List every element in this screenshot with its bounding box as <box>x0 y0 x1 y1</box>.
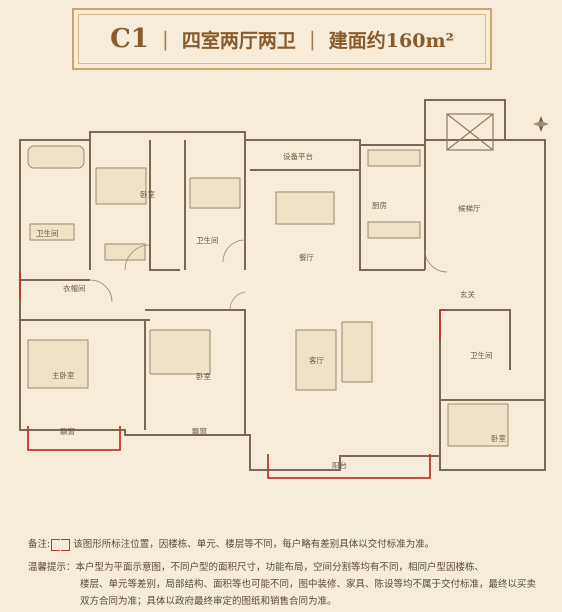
sofa <box>341 321 373 383</box>
bed-mid <box>149 329 211 375</box>
title-row: C1 | 四室两厅两卫 | 建面约160m² <box>74 24 490 54</box>
room-balcony: 阳台 <box>332 461 347 470</box>
living-rug <box>295 329 337 391</box>
compass-icon <box>533 116 549 132</box>
remark-line: 备注: 该图形所标注位置，因楼栋、单元、楼层等不同，每户略有差别具体以交付标准为准… <box>28 536 548 553</box>
room-bay-window-left: 飘窗 <box>60 427 75 436</box>
room-living: 客厅 <box>309 356 324 365</box>
wall-k <box>145 309 246 435</box>
room-cloakroom: 衣帽间 <box>63 284 86 293</box>
outer-wall <box>19 99 546 471</box>
unit-area: 建面约160m² <box>328 29 454 52</box>
unit-layout: 四室两厅两卫 <box>181 29 296 52</box>
bathtub <box>27 145 85 169</box>
room-bathroom-top: 卫生间 <box>196 236 219 245</box>
remark-prefix: 备注: <box>28 539 51 550</box>
door-arc-1 <box>124 244 151 271</box>
room-bathroom-left: 卫生间 <box>36 229 59 238</box>
kitchen-counter <box>367 149 421 167</box>
elevator-box <box>446 113 494 151</box>
kitchen-counter-2 <box>367 221 421 239</box>
wall-m <box>440 309 511 370</box>
tip-line-1: 温馨提示：本户型为平面示意图，不同户型的面积尺寸，功能布局，空间分割等均有不同，… <box>28 562 485 573</box>
vanity-top <box>189 177 241 209</box>
room-equipment-platform: 设备平台 <box>283 152 313 161</box>
red-marker-left <box>27 426 121 451</box>
room-bedroom-top: 卧室 <box>140 190 155 199</box>
sink-left <box>29 223 75 241</box>
room-bedroom-mid: 卧室 <box>196 372 211 381</box>
door-arc-2 <box>222 239 246 263</box>
title-separator: | <box>162 27 169 51</box>
master-bed <box>27 339 89 389</box>
tip-line-3: 双方合同为准；具体以政府最终审定的图纸和销售合同为准。 <box>80 596 337 607</box>
bed-top <box>95 167 147 205</box>
door-arc-3 <box>89 279 113 303</box>
room-elevator-hall: 候梯厅 <box>458 204 481 213</box>
room-bay-window-mid: 飘窗 <box>192 427 207 436</box>
notes-block: 备注: 该图形所标注位置，因楼栋、单元、楼层等不同，每户略有差别具体以交付标准为准… <box>28 536 548 610</box>
title-frame: C1 | 四室两厅两卫 | 建面约160m² <box>72 8 492 70</box>
unit-code: C1 <box>110 24 149 54</box>
room-dining: 餐厅 <box>299 253 314 262</box>
red-bracket-icon-close <box>61 538 71 551</box>
title-separator-2: | <box>308 27 316 51</box>
wall-b <box>149 140 180 271</box>
red-marker-right <box>439 309 446 340</box>
room-bedroom-right: 卧室 <box>491 434 506 443</box>
remark-text: 该图形所标注位置，因楼栋、单元、楼层等不同，每户略有差别具体以交付标准为准。 <box>73 539 435 550</box>
room-master-bedroom: 主卧室 <box>52 371 75 380</box>
wall-f <box>359 145 425 271</box>
tip-line-2: 楼层、单元等差别，局部结构、面积等也可能不同，图中装修、家具、陈设等均不属于交付… <box>80 579 537 590</box>
red-bracket-icon <box>51 538 61 551</box>
door-arc-5 <box>424 249 448 273</box>
wardrobe-top <box>104 243 146 261</box>
bed-right <box>447 403 509 447</box>
elevator-shaft <box>424 100 505 141</box>
room-bathroom-right: 卫生间 <box>470 351 493 360</box>
room-kitchen: 厨房 <box>372 201 387 210</box>
red-marker-bottom <box>267 454 431 479</box>
door-arc-4 <box>229 291 246 311</box>
room-entrance: 玄关 <box>460 290 475 299</box>
dining-table <box>275 191 335 225</box>
elevator-cross <box>446 113 494 151</box>
